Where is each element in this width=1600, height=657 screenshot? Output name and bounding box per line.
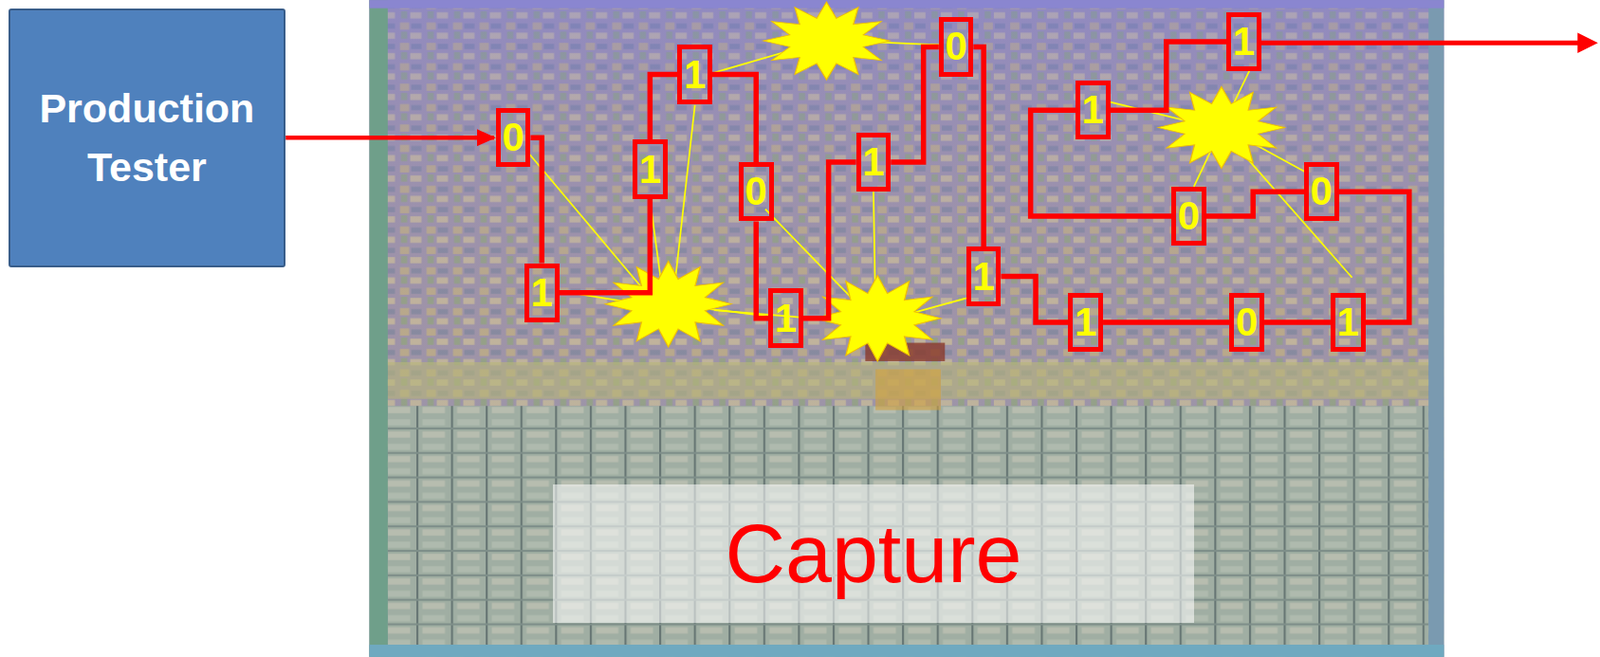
cell-value: 0 [1177, 196, 1200, 237]
cell-value: 0 [501, 117, 524, 158]
scan-chain-wire [1103, 319, 1230, 326]
leader-lines [528, 40, 1352, 323]
scan-cell: 1 [524, 263, 560, 323]
tester-box: Production Tester [8, 8, 287, 268]
scan-chain-wire [1000, 276, 1068, 323]
scan-in-arrow [285, 135, 495, 141]
die-cache [387, 405, 1429, 645]
scan-cell: 1 [1075, 80, 1111, 140]
starburst [1158, 87, 1285, 169]
scan-chain-wire [649, 74, 678, 141]
cell-value: 1 [1337, 302, 1360, 343]
capture-banner: Capture [552, 484, 1195, 624]
die-edge [368, 0, 1444, 9]
scan-cell: 0 [1304, 162, 1340, 221]
scan-chain-wire [1206, 191, 1305, 217]
cell-value: 1 [531, 273, 553, 313]
cell-value: 1 [683, 55, 706, 95]
scan-cell: 1 [632, 139, 668, 199]
die-photo [368, 0, 1444, 657]
cell-value: 1 [972, 257, 994, 297]
scan-out-arrow [1259, 32, 1599, 54]
cell-value: 1 [1082, 90, 1104, 130]
scan-chain-wire [973, 46, 984, 247]
scan-cell: 1 [677, 44, 713, 104]
cell-value: 1 [1074, 302, 1097, 343]
scan-chain-wire [1110, 41, 1228, 111]
scan-chain-wire [530, 137, 542, 263]
scan-cell: 0 [938, 17, 975, 76]
fault-bursts [605, 1, 1286, 362]
die-logic [368, 0, 1444, 657]
cell-value: 0 [745, 171, 768, 212]
starburst [814, 275, 941, 362]
scan-cell: 1 [1226, 12, 1262, 72]
cell-value: 1 [862, 142, 884, 183]
scan-chain-wire [712, 74, 756, 164]
cell-value: 1 [639, 149, 662, 190]
cell-value: 0 [1310, 171, 1333, 212]
cell-value: 1 [1232, 21, 1255, 62]
capture-label: Capture [724, 508, 1022, 601]
scan-chain-wire [890, 46, 939, 163]
die-edge [1428, 0, 1444, 657]
scan-cell: 1 [1067, 293, 1104, 352]
scan-cell: 1 [768, 288, 804, 348]
scan-chain-wire [803, 162, 857, 319]
die-edge [368, 0, 387, 657]
scan-cell: 1 [1330, 293, 1366, 352]
scan-chain-wire [1264, 319, 1331, 326]
scan-chain-wire [755, 220, 769, 318]
scan-cell: 0 [1229, 293, 1265, 352]
arrow-head [1577, 32, 1599, 54]
cell-value: 0 [944, 26, 967, 67]
scan-cell: 0 [496, 108, 532, 167]
cell-value: 0 [1235, 302, 1258, 343]
scan-cell: 0 [738, 162, 774, 221]
starburst [763, 1, 890, 80]
scan-cell: 0 [1171, 186, 1207, 246]
scan-cell: 1 [966, 246, 1002, 306]
die-tint [368, 0, 1444, 657]
scan-out-line [1259, 40, 1581, 46]
die-block [875, 369, 941, 411]
scan-cell: 1 [856, 132, 892, 192]
die-cache-tint [387, 405, 1429, 645]
cell-value: 1 [774, 298, 797, 339]
leader-line [673, 105, 696, 296]
die-edge [368, 644, 1444, 657]
starburst [605, 260, 732, 347]
tester-label: Production Tester [19, 78, 276, 198]
scan-chain-wire [559, 199, 651, 294]
